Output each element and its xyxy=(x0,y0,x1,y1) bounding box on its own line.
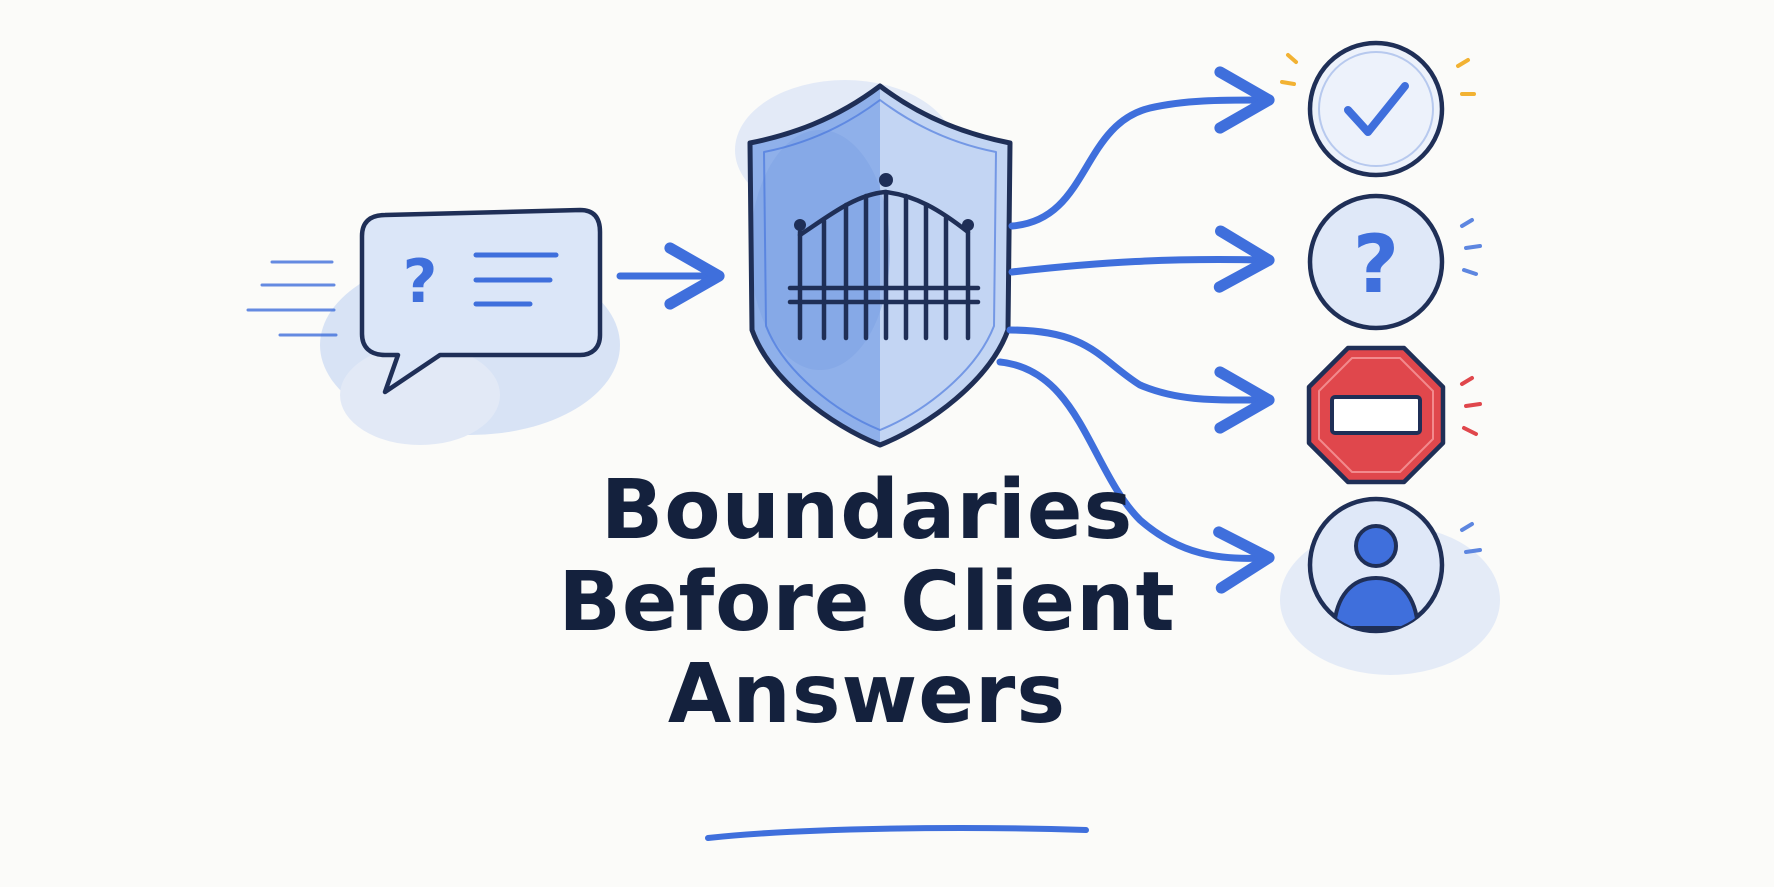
title-line-2: Before Client xyxy=(558,555,1176,650)
person-circle-icon xyxy=(1307,496,1445,634)
title-underline xyxy=(705,825,1089,841)
arrow-to-person xyxy=(996,358,1275,594)
title-line-1: Boundaries xyxy=(600,463,1134,558)
question-circle-icon: ? xyxy=(1307,193,1445,331)
arrow-to-question xyxy=(1008,225,1275,293)
shield-gate-icon xyxy=(747,83,1013,448)
title-line-3: Answers xyxy=(667,647,1067,742)
branch-arrows xyxy=(996,66,1275,594)
spark-marks-blue xyxy=(1460,218,1482,276)
stop-sign-icon xyxy=(1306,345,1446,485)
outcome-question-mark: ? xyxy=(1353,218,1399,311)
question-bubble-icon: ? xyxy=(359,207,603,395)
page-title: Boundaries Before Client Answers xyxy=(427,465,1307,741)
spark-marks xyxy=(1280,53,1476,96)
spark-marks-person xyxy=(1460,522,1482,554)
arrow-to-check xyxy=(1008,66,1275,230)
spark-marks-red xyxy=(1460,376,1482,436)
motion-lines xyxy=(246,260,338,337)
bubble-question-mark: ? xyxy=(403,247,438,317)
arrow-to-stop xyxy=(1006,326,1275,434)
check-circle-icon xyxy=(1307,40,1445,178)
